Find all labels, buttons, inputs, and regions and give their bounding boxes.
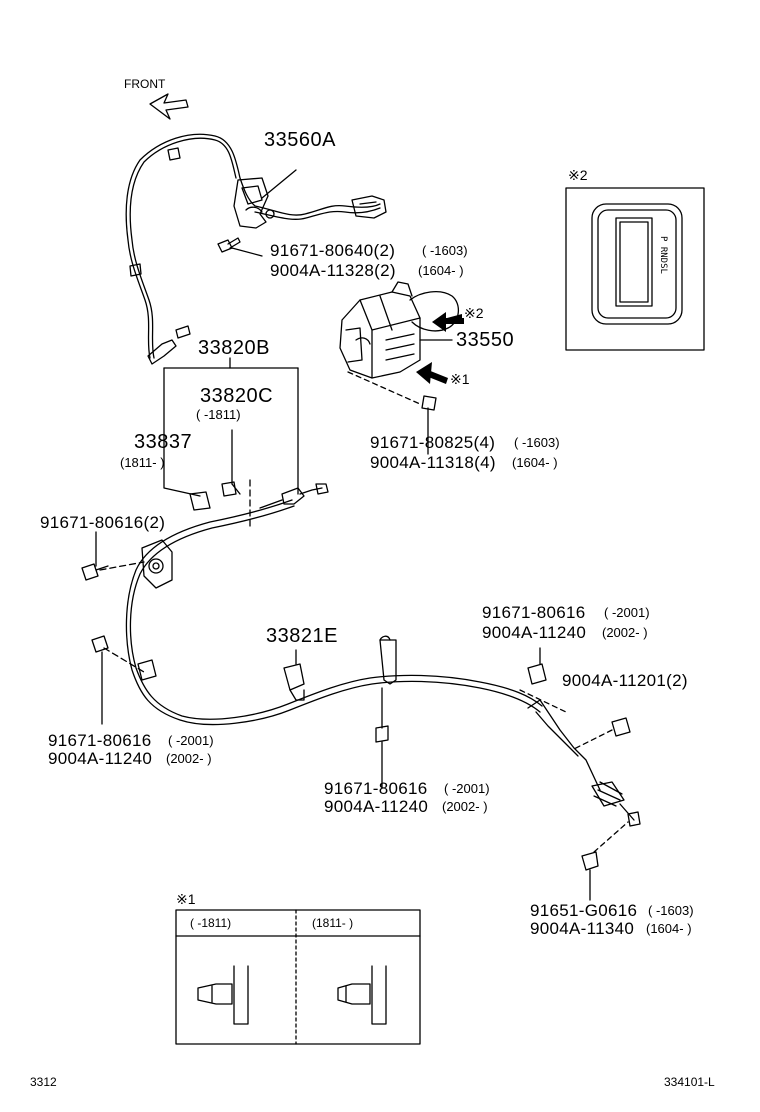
upper-cable xyxy=(125,133,387,365)
part-range: ( -1811) xyxy=(196,407,241,422)
fastener-9004A-11201: 9004A-11201(2) xyxy=(562,671,688,690)
gate-letters: P RNDSL xyxy=(658,236,668,274)
part-33821E: 33821E xyxy=(266,625,338,647)
fastener-91651-G0616: 91651-G0616 xyxy=(530,901,638,920)
fastener-91671-80616-2: 91671-80616(2) xyxy=(40,513,166,532)
front-label: FRONT xyxy=(124,77,166,91)
part-range: (1811- ) xyxy=(120,455,165,470)
table-col-1-header: ( -1811) xyxy=(190,916,232,930)
shift-gate-inset xyxy=(565,187,705,351)
fastener-range: (2002- ) xyxy=(602,625,648,640)
fastener-91671-80616: 91671-80616 xyxy=(324,779,428,798)
front-arrow-icon xyxy=(149,93,189,120)
fastener-9004A-11240: 9004A-11240 xyxy=(482,623,587,642)
fastener-9004A-11340: 9004A-11340 xyxy=(530,919,635,938)
table-title: ※1 xyxy=(176,891,196,907)
arrow-mark2-icon xyxy=(432,312,464,332)
fastener-9004A-11318: 9004A-11318(4) xyxy=(370,453,496,472)
fastener-9004A-11240: 9004A-11240 xyxy=(324,797,429,816)
shift-lever-assembly xyxy=(339,281,459,455)
part-33820C: 33820C xyxy=(200,385,274,407)
arrow-mark1-icon xyxy=(416,362,448,384)
fastener-range: ( -1603) xyxy=(514,435,560,450)
fastener-range: ( -1603) xyxy=(422,243,468,258)
fastener-range: (1604- ) xyxy=(646,921,692,936)
fastener-range: (2002- ) xyxy=(442,799,488,814)
mark-2: ※2 xyxy=(464,305,484,321)
fastener-range: (1604- ) xyxy=(512,455,558,470)
fastener-range: (1604- ) xyxy=(418,263,464,278)
fastener-91671-80825: 91671-80825(4) xyxy=(370,433,496,452)
fastener-91671-80616: 91671-80616 xyxy=(482,603,586,622)
fastener-range: ( -2001) xyxy=(168,733,214,748)
part-33837: 33837 xyxy=(134,431,193,453)
fastener-range: ( -2001) xyxy=(444,781,490,796)
part-33820B: 33820B xyxy=(198,337,270,359)
part-33560A: 33560A xyxy=(264,129,336,151)
footer-left-code: 3312 xyxy=(30,1075,57,1089)
fastener-range: (2002- ) xyxy=(166,751,212,766)
fastener-range: ( -1603) xyxy=(648,903,694,918)
table-col-2-header: (1811- ) xyxy=(312,916,354,930)
mark-1: ※1 xyxy=(450,371,470,387)
fastener-9004A-11240: 9004A-11240 xyxy=(48,749,153,768)
main-cable xyxy=(81,479,641,901)
fastener-91671-80616: 91671-80616 xyxy=(48,731,152,750)
variant-table xyxy=(175,909,421,1045)
fastener-range: ( -2001) xyxy=(604,605,650,620)
part-33550: 33550 xyxy=(456,329,515,351)
fastener-91671-80640: 91671-80640(2) xyxy=(270,241,396,260)
cable-label-bracket xyxy=(163,357,299,497)
inset-title: ※2 xyxy=(568,167,588,183)
footer-right-code: 334101-L xyxy=(664,1075,715,1089)
fastener-9004A-11328: 9004A-11328(2) xyxy=(270,261,396,280)
